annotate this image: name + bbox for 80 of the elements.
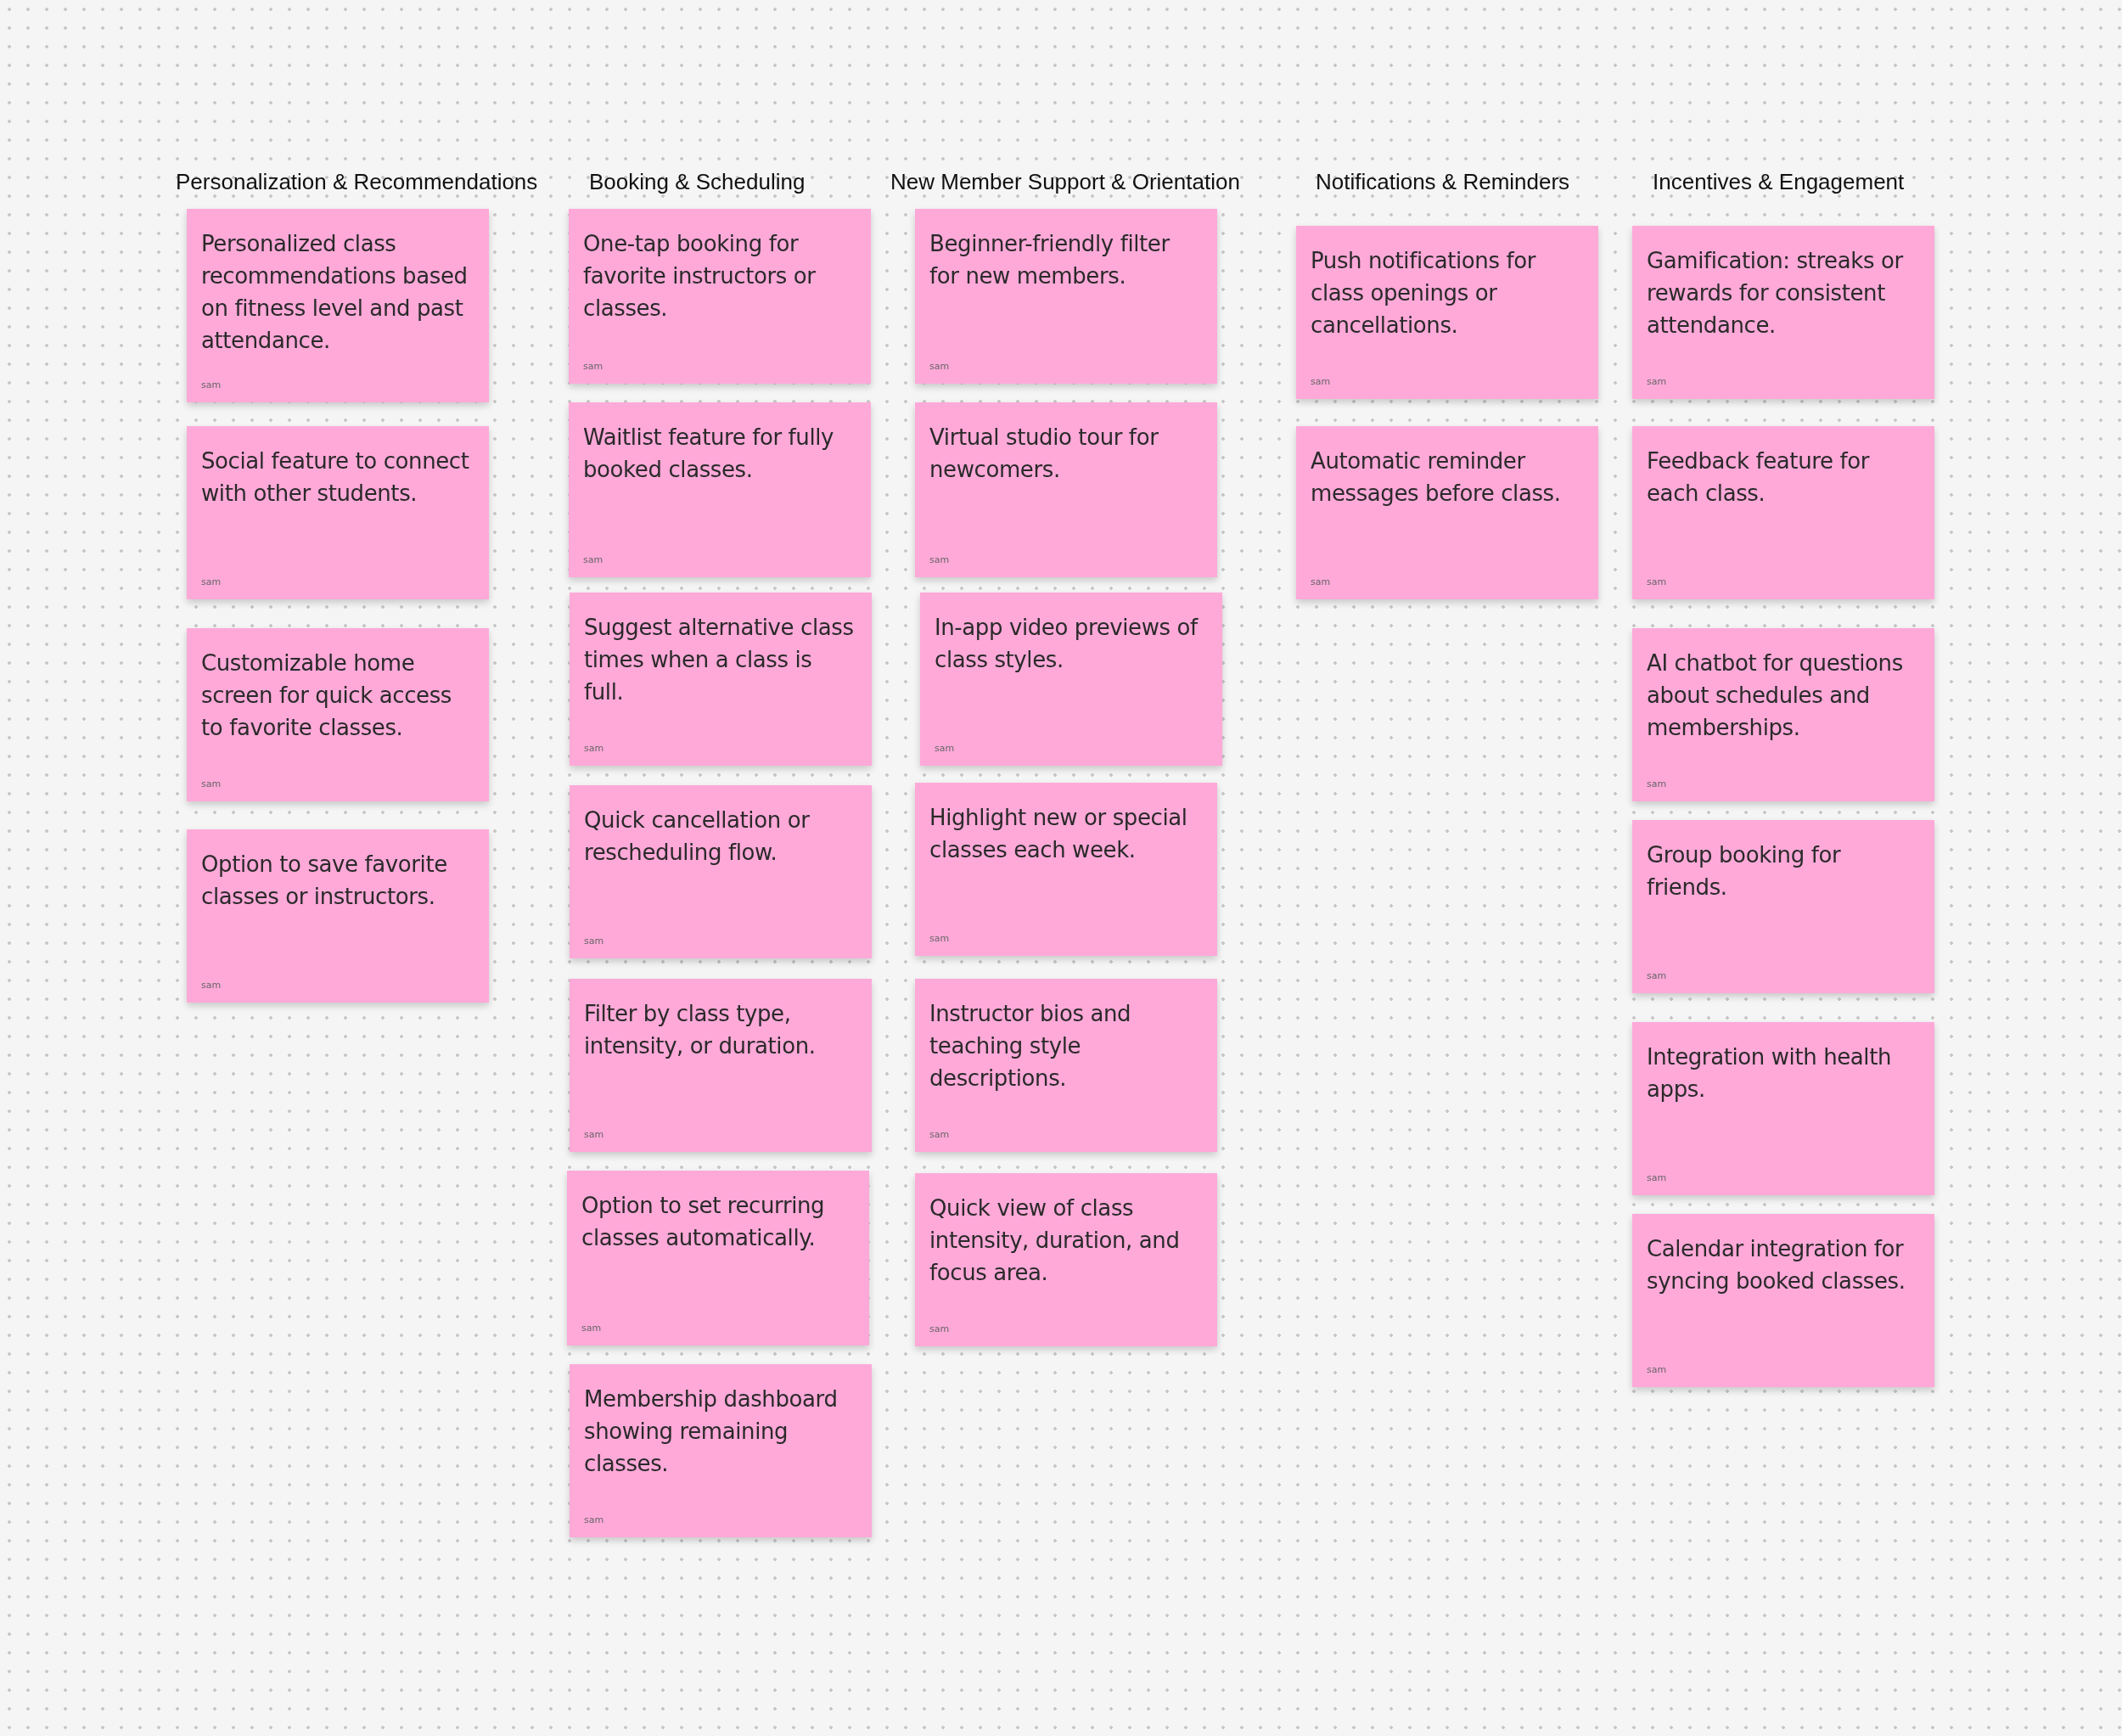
note-text: Gamification: streaks or rewards for consistent attendance. bbox=[1647, 247, 1905, 340]
sticky-note bbox=[915, 979, 1217, 1152]
note-text: Filter by class type, intensity, or duration. bbox=[584, 1000, 817, 1060]
note-text: Push notifications for class openings or cancellations. bbox=[1311, 247, 1537, 340]
author-name: sam bbox=[929, 361, 950, 372]
note-text: Virtual studio tour for newcomers. bbox=[929, 424, 1159, 484]
column-heading: Booking & Scheduling bbox=[589, 169, 806, 195]
column-heading: Personalization & Recommendations bbox=[176, 169, 538, 195]
note-text: Quick view of class intensity, duration, and focus area. bbox=[929, 1194, 1181, 1287]
sticky-note bbox=[1296, 426, 1598, 599]
sticky-note bbox=[1632, 226, 1934, 399]
sticky-note bbox=[187, 426, 489, 599]
author-name: sam bbox=[1311, 576, 1331, 587]
sticky-note bbox=[1296, 226, 1598, 399]
sticky-note bbox=[570, 785, 872, 958]
sticky-note bbox=[1632, 1022, 1934, 1195]
sticky-note bbox=[920, 593, 1222, 766]
sticky-note bbox=[915, 1173, 1217, 1346]
note-text: Personalized class recommendations based on fitness level and past attendance. bbox=[201, 230, 469, 355]
author-name: sam bbox=[929, 554, 950, 565]
sticky-note bbox=[570, 1364, 872, 1537]
author-name: sam bbox=[584, 935, 604, 947]
note-text: In-app video previews of class styles. bbox=[935, 614, 1199, 674]
note-text: Waitlist feature for fully booked classes. bbox=[583, 424, 835, 484]
note-text: Customizable home screen for quick access to favorite classes. bbox=[201, 649, 452, 742]
sticky-note bbox=[1632, 426, 1934, 599]
author-name: sam bbox=[935, 743, 955, 754]
author-name: sam bbox=[1647, 970, 1667, 981]
author-name: sam bbox=[201, 379, 222, 390]
note-text: Automatic reminder messages before class. bbox=[1311, 447, 1562, 508]
author-name: sam bbox=[929, 1323, 950, 1334]
column-heading: New Member Support & Orientation bbox=[890, 169, 1240, 195]
note-text: Calendar integration for syncing booked classes. bbox=[1647, 1235, 1906, 1295]
author-name: sam bbox=[201, 980, 222, 991]
sticky-note bbox=[567, 1171, 869, 1346]
column-heading: Incentives & Engagement bbox=[1653, 169, 1905, 195]
sticky-note bbox=[187, 209, 489, 402]
author-name: sam bbox=[929, 1129, 950, 1140]
note-text: Integration with health apps. bbox=[1647, 1043, 1893, 1104]
author-name: sam bbox=[584, 1129, 604, 1140]
sticky-note bbox=[915, 209, 1217, 384]
author-name: sam bbox=[1311, 376, 1331, 387]
sticky-note bbox=[187, 628, 489, 801]
sticky-note bbox=[570, 979, 872, 1152]
sticky-note bbox=[569, 209, 871, 384]
sticky-note bbox=[915, 783, 1217, 956]
author-name: sam bbox=[1647, 778, 1667, 789]
note-text: One-tap booking for favorite instructors or classes. bbox=[583, 230, 817, 323]
column-heading: Notifications & Reminders bbox=[1316, 169, 1570, 195]
note-text: Option to save favorite classes or instructors. bbox=[201, 851, 448, 911]
sticky-note bbox=[1632, 820, 1934, 993]
sticky-note bbox=[570, 593, 872, 766]
author-name: sam bbox=[1647, 576, 1667, 587]
sticky-note bbox=[1632, 1214, 1934, 1387]
sticky-note bbox=[1632, 628, 1934, 801]
note-text: Instructor bios and teaching style descriptions. bbox=[929, 1000, 1132, 1093]
note-text: Option to set recurring classes automatically. bbox=[581, 1192, 826, 1252]
note-text: Suggest alternative class times when a class is full. bbox=[584, 614, 855, 706]
author-name: sam bbox=[201, 576, 222, 587]
author-name: sam bbox=[581, 1323, 602, 1334]
author-name: sam bbox=[584, 743, 604, 754]
sticky-note bbox=[187, 829, 489, 1003]
author-name: sam bbox=[1647, 376, 1667, 387]
sticky-note bbox=[915, 402, 1217, 577]
author-name: sam bbox=[929, 933, 950, 944]
sticky-note bbox=[569, 402, 871, 577]
author-name: sam bbox=[201, 778, 222, 789]
author-name: sam bbox=[584, 1514, 604, 1525]
note-text: Quick cancellation or rescheduling flow. bbox=[584, 806, 811, 867]
author-name: sam bbox=[1647, 1172, 1667, 1183]
note-text: AI chatbot for questions about schedules and memberships. bbox=[1647, 649, 1904, 742]
author-name: sam bbox=[583, 361, 603, 372]
note-text: Beginner-friendly filter for new members. bbox=[929, 230, 1171, 290]
note-text: Feedback feature for each class. bbox=[1647, 447, 1871, 508]
author-name: sam bbox=[583, 554, 603, 565]
author-name: sam bbox=[1647, 1364, 1667, 1375]
note-text: Social feature to connect with other students. bbox=[201, 447, 470, 508]
note-text: Group booking for friends. bbox=[1647, 841, 1842, 902]
note-text: Highlight new or special classes each week. bbox=[929, 804, 1188, 864]
note-text: Membership dashboard showing remaining classes. bbox=[584, 1385, 839, 1478]
